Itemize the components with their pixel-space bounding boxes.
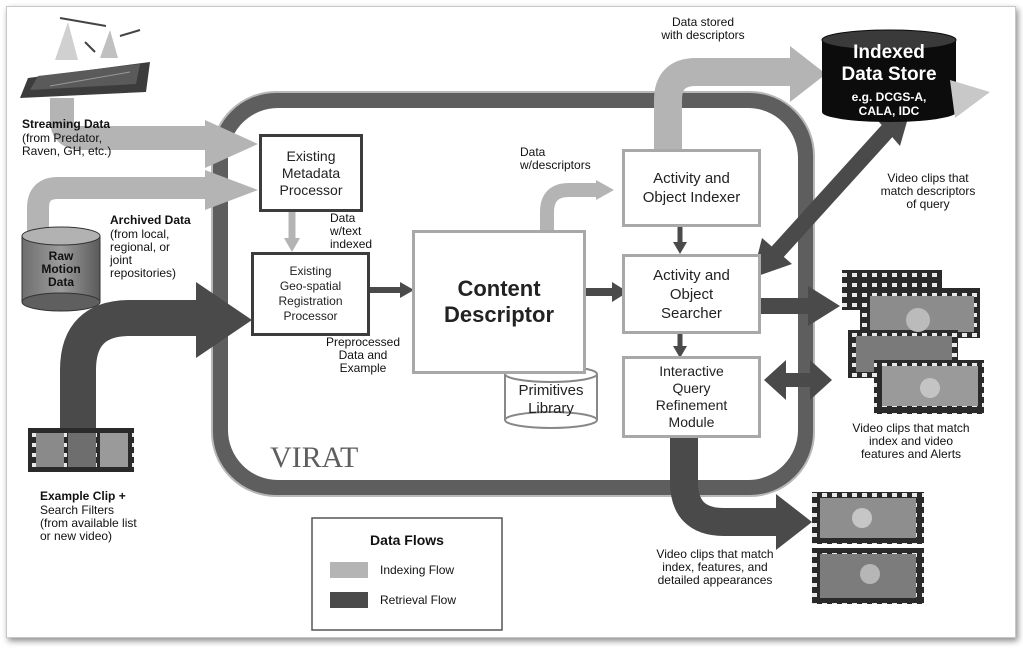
preprocessed-note: Preprocessed Data and Example: [325, 335, 401, 375]
indexed-data-store-cylinder: [821, 29, 990, 122]
primitives-library-label: Primitives Library: [518, 382, 584, 417]
terrain-image: [20, 17, 150, 98]
streaming-detail: (from Predator, Raven, GH, etc.): [22, 131, 112, 158]
example-clip-detail: Search Filters (from available list or n…: [40, 503, 137, 543]
legend-label-retrieval: Retrieval Flow: [380, 593, 457, 607]
metadata-processor-label: Existing Metadata Processor: [279, 147, 343, 198]
clips-match-descriptors-note: Video clips that match descriptors of qu…: [880, 171, 976, 211]
indexer-label: Activity and Object Indexer: [642, 170, 741, 206]
refinement-label: Interactive Query Refinement Module: [655, 363, 728, 430]
retrieval-flow-example: [60, 282, 252, 430]
virat-boundary: [212, 92, 814, 496]
data-stored-note: Data stored with descriptors: [661, 15, 745, 42]
searcher-label: Activity and Object Searcher: [653, 266, 730, 322]
refinement-box: Interactive Query Refinement Module: [622, 356, 761, 438]
raw-motion-data-cylinder: [21, 226, 101, 312]
video-clips-collage: [842, 270, 984, 414]
clips-index-video-note: Video clips that match index and video f…: [852, 421, 970, 461]
indexing-flow-archived: [27, 170, 258, 232]
example-clip-title: Example Clip +: [40, 489, 126, 503]
indexer-box: Activity and Object Indexer: [622, 149, 761, 227]
streaming-title: Streaming Data: [22, 117, 111, 131]
clips-detailed-note: Video clips that match index, features, …: [656, 547, 774, 587]
data-store-examples: e.g. DCGS-A, CALA, IDC: [851, 90, 927, 118]
content-descriptor-label: Content Descriptor: [443, 276, 555, 327]
data-descriptors-note: Data w/descriptors: [520, 145, 591, 172]
legend-swatch-indexing: [330, 562, 368, 578]
content-descriptor-box: Content Descriptor: [412, 230, 586, 374]
archived-detail: (from local, regional, or joint reposito…: [110, 227, 177, 280]
video-clips-detailed: [812, 492, 924, 604]
legend-label-indexing: Indexing Flow: [380, 563, 455, 577]
legend-swatch-retrieval: [330, 592, 368, 608]
searcher-box: Activity and Object Searcher: [622, 254, 761, 334]
example-clip-image: [28, 428, 134, 472]
geo-registration-label: Existing Geo-spatial Registration Proces…: [278, 264, 343, 323]
raw-motion-label: Raw Motion Data: [41, 249, 81, 289]
geo-registration-box: Existing Geo-spatial Registration Proces…: [251, 252, 370, 336]
indexing-flow-streaming: [50, 98, 258, 168]
archived-title: Archived Data: [110, 213, 191, 227]
metadata-processor-box: Existing Metadata Processor: [259, 134, 363, 212]
data-store-title: Indexed Data Store: [841, 42, 937, 85]
legend-title: Data Flows: [370, 532, 444, 548]
virat-label: VIRAT: [270, 441, 359, 474]
data-text-indexed-note: Data w/text indexed: [330, 211, 373, 251]
